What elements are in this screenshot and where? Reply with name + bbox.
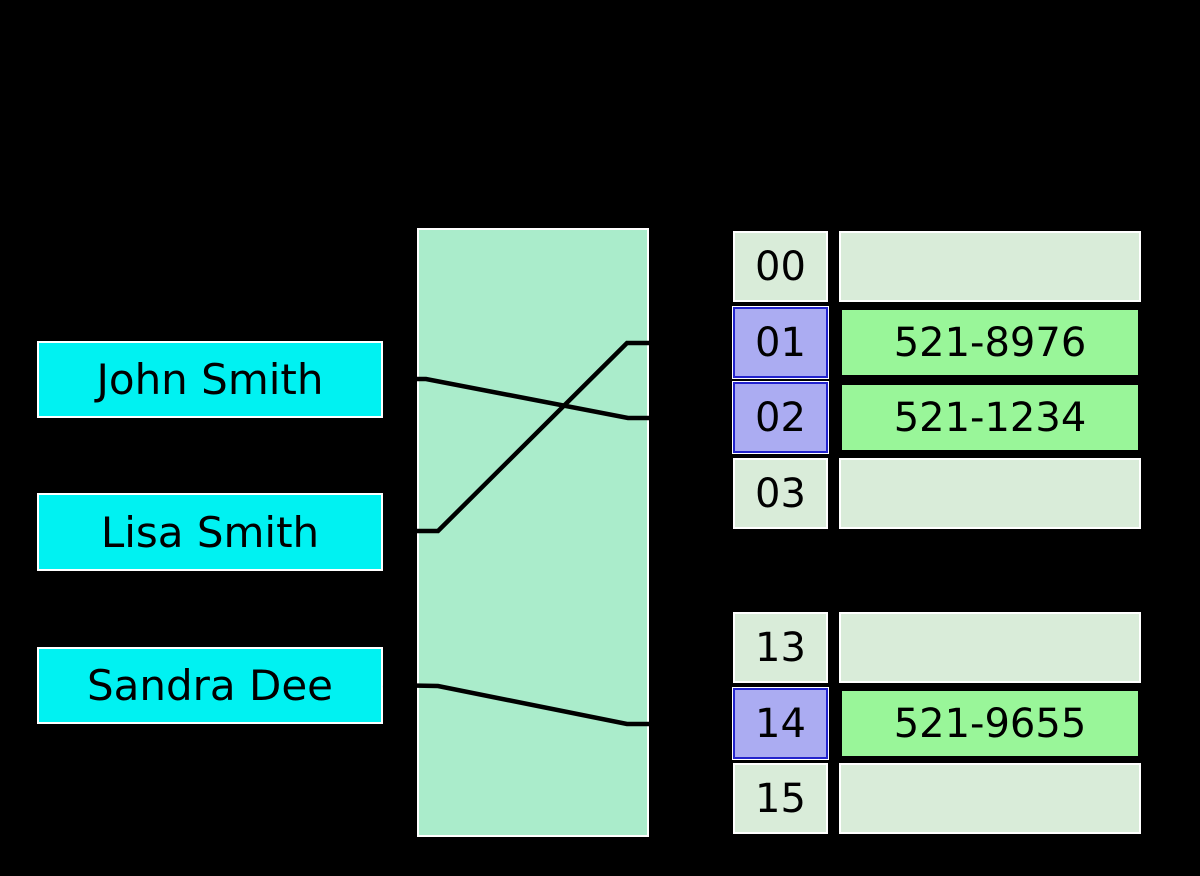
bucket-cell-00 <box>839 231 1141 302</box>
index-label: 01 <box>755 319 806 366</box>
index-label: 13 <box>755 624 806 671</box>
index-label: 00 <box>755 243 806 290</box>
bucket-cell-03 <box>839 458 1141 529</box>
key-box-lisa-smith: Lisa Smith <box>37 493 383 571</box>
key-label: John Smith <box>96 355 324 404</box>
bucket-value: 521-8976 <box>893 319 1087 366</box>
bucket-row-14: 14 521-9655 <box>732 687 1141 760</box>
index-cell-02: 02 <box>732 381 829 454</box>
bucket-cell-14: 521-9655 <box>839 688 1141 759</box>
index-cell-01: 01 <box>732 306 829 379</box>
bucket-cell-01: 521-8976 <box>839 307 1141 378</box>
index-label: 03 <box>755 470 806 517</box>
key-label: Lisa Smith <box>100 507 320 557</box>
key-box-john-smith: John Smith <box>37 341 383 418</box>
bucket-row-00: 00 <box>733 231 1141 302</box>
bucket-cell-15 <box>839 763 1141 834</box>
bucket-row-03: 03 <box>733 458 1141 529</box>
bucket-row-13: 13 <box>733 612 1141 683</box>
index-cell-03: 03 <box>733 458 828 529</box>
bucket-row-02: 02 521-1234 <box>732 381 1141 454</box>
bucket-row-15: 15 <box>733 763 1141 834</box>
key-box-sandra-dee: Sandra Dee <box>37 647 383 724</box>
index-label: 14 <box>755 700 806 747</box>
index-cell-00: 00 <box>733 231 828 302</box>
hash-function-box <box>417 228 649 837</box>
bucket-value: 521-1234 <box>893 394 1087 441</box>
index-cell-13: 13 <box>733 612 828 683</box>
index-label: 02 <box>755 394 806 441</box>
bucket-value: 521-9655 <box>893 700 1087 747</box>
bucket-row-01: 01 521-8976 <box>732 306 1141 379</box>
bucket-cell-13 <box>839 612 1141 683</box>
index-cell-15: 15 <box>733 763 828 834</box>
bucket-cell-02: 521-1234 <box>839 382 1141 453</box>
index-label: 15 <box>755 775 806 822</box>
index-cell-14: 14 <box>732 687 829 760</box>
key-label: Sandra Dee <box>86 661 334 710</box>
